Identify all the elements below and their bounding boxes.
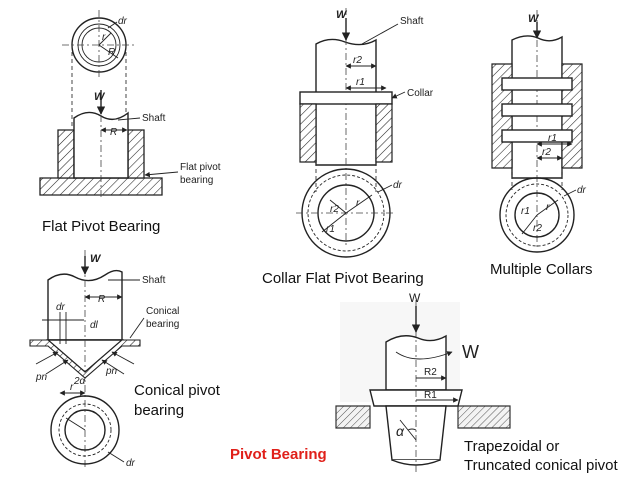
flat-pivot-housing-right [127, 129, 145, 179]
collar-r-label: r [356, 198, 360, 209]
conical-pn-arrow-4 [101, 359, 125, 375]
mc-collar-1 [501, 77, 573, 91]
conical-pn-arrow-2 [45, 359, 69, 375]
collar-r2-label: r2 [353, 55, 362, 66]
conical-pn-arrow-1 [35, 351, 59, 365]
conical-dr-bottom-label: dr [126, 458, 136, 469]
caption-collar-flat-pivot-bearing: Collar Flat Pivot Bearing [262, 270, 424, 287]
caption-multiple-collars: Multiple Collars [490, 261, 593, 278]
caption-flat-pivot-bearing: Flat Pivot Bearing [42, 218, 161, 235]
flat-pivot-R-circle-label: R [108, 47, 115, 58]
mc-r-label: r [546, 202, 550, 213]
trap-plate-right [457, 405, 511, 429]
trap-rotation-arrow [395, 351, 453, 360]
trap-alpha-label: α [396, 423, 405, 439]
flat-pivot-W-label: W [94, 91, 106, 103]
mc-r1-line [521, 214, 538, 235]
mc-collar-2 [501, 103, 573, 117]
conical-bearing-label-2: bearing [146, 319, 179, 330]
collar-r2-circle-label: r2 [330, 204, 339, 215]
conical-circle-inner [64, 409, 106, 451]
conical-R-label: R [98, 294, 105, 305]
mc-r1-label: r1 [548, 133, 557, 144]
mc-circle-dashed [505, 183, 569, 247]
caption-trapezoidal-1: Trapezoidal or [464, 438, 560, 455]
flat-pivot-housing-left [57, 129, 75, 179]
flat-pivot-R-label: R [110, 127, 117, 138]
collar-housing-right [375, 103, 393, 163]
flat-pivot-r-label: r [102, 32, 106, 43]
mc-r-line [536, 199, 559, 216]
caption-pivot-bearing-title: Pivot Bearing [230, 446, 327, 463]
trap-W-right-label: W [462, 342, 479, 362]
trap-plate-left [335, 405, 371, 429]
conical-pn-right-label: pn [105, 366, 118, 377]
flat-pivot-bearing-label-2: bearing [180, 175, 213, 186]
flat-pivot-shaft-leader [117, 117, 141, 121]
conical-W-label: W [90, 253, 102, 265]
mc-dr-label: dr [577, 185, 587, 196]
flat-pivot-dr-label: dr [118, 16, 128, 27]
conical-r-label: r [70, 382, 74, 393]
mc-W-label: W [528, 13, 540, 25]
flat-pivot-bearing-leader [144, 171, 179, 178]
collar-r1-line [321, 212, 347, 233]
collar-shaft-leader [361, 23, 399, 45]
multiple-collars-diagram: W r1 r2 dr r1 r r2 [491, 10, 587, 253]
mc-r1-circle-label: r1 [521, 206, 530, 217]
conical-pivot-diagram: W Shaft R dr dl Conical bearing pn 2α pn… [29, 250, 179, 470]
collar-r1-label: r1 [356, 77, 365, 88]
mc-circle-outer [499, 177, 575, 253]
collar-dr-label: dr [393, 180, 403, 191]
trap-R2-label: R2 [424, 367, 437, 378]
flat-pivot-R-line [98, 44, 119, 59]
collar-r2-line [329, 199, 347, 214]
collar-circle-dashed [307, 174, 385, 252]
caption-trapezoidal-2: Truncated conical pivot [464, 457, 618, 474]
conical-bearing-seat [29, 339, 141, 379]
conical-2alpha-label: 2α [73, 376, 86, 387]
mc-collar-3 [501, 129, 573, 143]
collar-r1-circle-label: r1 [326, 224, 335, 235]
mc-dr-leader [563, 189, 577, 197]
mc-r2-label: r2 [542, 147, 551, 158]
conical-shaft-label: Shaft [142, 275, 166, 286]
flat-pivot-r-line [98, 32, 112, 46]
collar-leader [391, 91, 406, 99]
flat-pivot-bearing-label-1: Flat pivot [180, 162, 221, 173]
collar-shaft-label: Shaft [400, 16, 424, 27]
conical-circle-r-line [65, 417, 86, 431]
caption-conical-pivot-2: bearing [134, 402, 185, 419]
collar-dr-leader [377, 184, 393, 193]
flat-pivot-shaft-label: Shaft [142, 113, 166, 124]
collar-housing-left [299, 103, 317, 163]
trap-alpha-arc [407, 428, 417, 431]
caption-conical-pivot-1: Conical pivot [134, 382, 220, 399]
conical-pn-arrow-3 [111, 351, 135, 365]
conical-circle-dashed [58, 403, 112, 457]
flat-pivot-diagram: dr r R W Shaft R Flat pivot bearing [39, 10, 221, 200]
trapezoidal-pivot-diagram: W W R2 R1 α [335, 291, 511, 472]
collar-ring [299, 91, 393, 105]
mc-r2-circle-label: r2 [533, 223, 542, 234]
conical-dr-label: dr [56, 302, 66, 313]
trap-collar [369, 389, 463, 407]
mc-circle-inner [514, 192, 560, 238]
conical-dl-label: dl [90, 320, 99, 331]
trap-R1-label: R1 [424, 390, 437, 401]
collar-label: Collar [407, 88, 434, 99]
conical-pn-left-label: pn [35, 372, 48, 383]
conical-dr-bottom-leader [107, 451, 125, 463]
collar-r-line [345, 194, 373, 214]
conical-bearing-label-1: Conical [146, 306, 179, 317]
collar-W-label: W [336, 9, 348, 21]
conical-bearing-leader [129, 317, 145, 339]
conical-circle-outer [50, 395, 120, 465]
trap-W-top-label: W [409, 291, 421, 305]
flat-pivot-dr-leader [107, 21, 118, 29]
collar-pivot-diagram: W Shaft r2 r1 Collar dr r r2 r1 [296, 8, 434, 258]
